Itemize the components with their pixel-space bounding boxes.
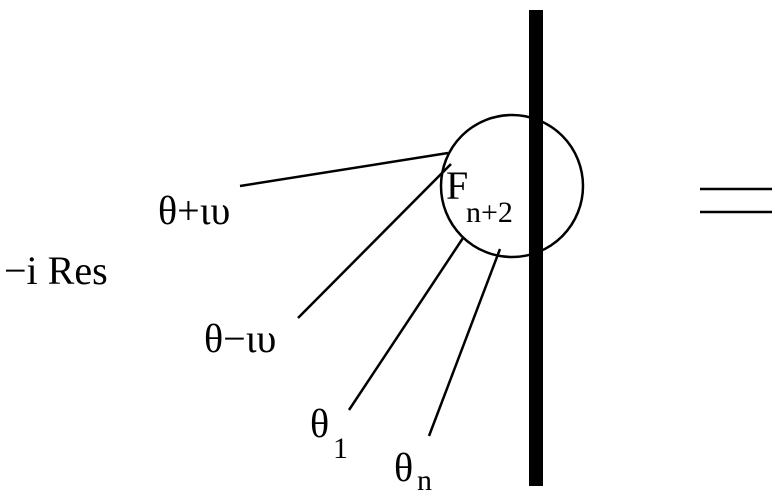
equals-sign: [700, 187, 772, 214]
prefix-label: −i Res: [4, 248, 108, 293]
leg-line-theta-1: [347, 237, 465, 411]
leg-label-theta-n-main: θ: [394, 445, 414, 490]
vertex-subscript: n+2: [466, 196, 513, 229]
leg-label-theta-minus: θ−ιυ: [204, 316, 277, 361]
vertex-circle: [439, 113, 585, 259]
leg-line-theta-n: [427, 248, 502, 437]
leg-line-theta-minus: [297, 163, 452, 319]
boundary-wall: [529, 10, 543, 486]
leg-label-theta-plus: θ+ιυ: [158, 188, 231, 233]
leg-label-theta-1-main: θ: [310, 401, 330, 446]
leg-line-theta-plus: [239, 151, 449, 188]
vertex-symbol: F: [446, 163, 469, 208]
leg-label-theta-n-sub: n: [417, 464, 432, 497]
leg-label-theta-1-sub: 1: [333, 432, 348, 465]
